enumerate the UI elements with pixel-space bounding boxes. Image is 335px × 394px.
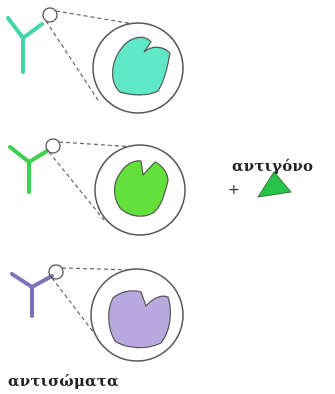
antigen-label: αντιγόνο xyxy=(232,157,314,175)
antibody-bottom-binding-site xyxy=(108,290,171,349)
antibodies-label: αντισώματα xyxy=(8,372,119,390)
antibody-middle-leader-lower xyxy=(48,151,105,221)
antigen-triangle-icon xyxy=(256,171,292,198)
antibody-middle-binding-site xyxy=(113,160,169,217)
antibody-bottom-icon xyxy=(10,272,54,318)
antibody-top-binding-site xyxy=(112,36,171,96)
antibody-group-bottom xyxy=(10,264,184,362)
antibody-middle-tip-circle xyxy=(45,138,61,154)
plus-sign: + xyxy=(228,182,240,198)
antibody-bottom-tip-circle xyxy=(48,264,64,280)
antibody-top-icon xyxy=(6,16,44,74)
antibody-group-top xyxy=(6,7,184,114)
antibody-group-middle xyxy=(8,138,186,236)
antibody-top-leader-lower xyxy=(45,20,101,104)
antibody-middle-icon xyxy=(8,145,49,194)
antibody-top-tip-circle xyxy=(42,7,58,23)
antibody-top-leader-upper xyxy=(55,10,135,25)
antibody-bottom-leader-upper xyxy=(61,267,135,271)
antibody-middle-leader-upper xyxy=(58,141,137,148)
